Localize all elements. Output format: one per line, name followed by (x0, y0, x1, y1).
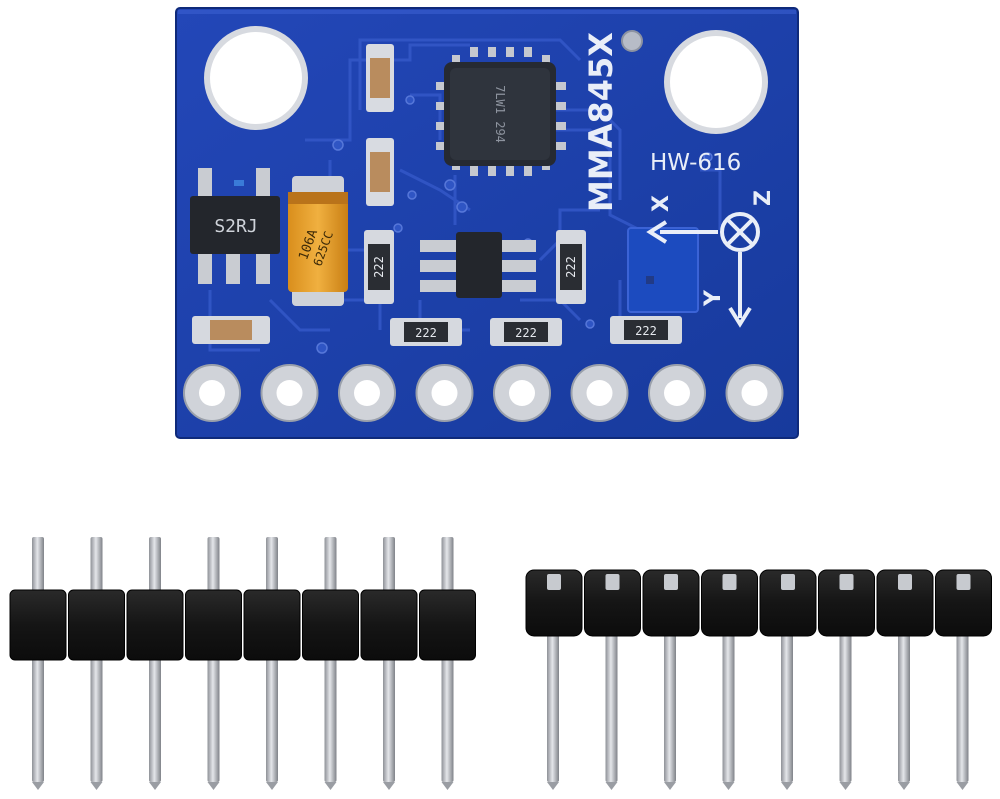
right-angle-pin (664, 632, 676, 790)
axis-diagram (646, 212, 760, 328)
right-angle-pin-header (525, 569, 992, 790)
resistor-marking: 222 (415, 326, 437, 340)
header-housing-segment (302, 589, 359, 661)
axis-y-label: Y (701, 289, 726, 307)
straight-pin (32, 537, 44, 790)
chip-label: MMA845X (582, 32, 620, 212)
header-housing-segment (9, 589, 67, 661)
header-housing-segment (584, 569, 641, 637)
pin-pad (183, 364, 241, 422)
header-housing-segment (419, 589, 476, 661)
straight-pin (441, 537, 454, 790)
pin-pad (260, 364, 319, 422)
resistor-bottom-3: 222 (610, 316, 682, 344)
mounting-hole-left (204, 26, 308, 130)
straight-pin (324, 537, 337, 790)
accelerometer-chip: 7LW1 294 (436, 47, 566, 176)
straight-pin (383, 537, 395, 790)
header-housing-segment (876, 569, 934, 637)
pin-pad (570, 364, 629, 422)
straight-pin (207, 537, 220, 790)
right-angle-pin (956, 632, 969, 790)
axis-x-label: X (649, 195, 674, 212)
pin-pad (648, 364, 706, 422)
right-angle-pin (722, 632, 735, 790)
header-housing-segment (68, 589, 125, 661)
pin-pad (415, 364, 474, 422)
status-dot (234, 180, 244, 186)
pin-pad (725, 364, 784, 422)
mounting-hole-right (664, 30, 768, 134)
svg-text:7LW1 294: 7LW1 294 (493, 85, 507, 143)
straight-pin (149, 537, 161, 790)
straight-pin (90, 537, 103, 790)
regulator-marking: S2RJ (214, 216, 257, 237)
resistor-marking: 222 (564, 256, 578, 278)
header-housing-segment (642, 569, 700, 637)
resistor-vertical: 222 (364, 230, 394, 304)
voltage-regulator: S2RJ (190, 168, 280, 284)
header-housing-segment (243, 589, 301, 661)
header-housing-segment (701, 569, 758, 637)
right-angle-pin (839, 632, 852, 790)
straight-pin (266, 537, 278, 790)
right-angle-pin (547, 632, 559, 790)
header-housing-segment (759, 569, 817, 637)
model-label: HW-616 (650, 150, 741, 176)
pcb-traces (208, 38, 722, 352)
pin-pad (338, 364, 396, 422)
resistor-bottom-1: 222 (390, 318, 462, 346)
resistor-marking: 222 (515, 326, 537, 340)
right-angle-pin (605, 632, 618, 790)
pin-pad (493, 364, 551, 422)
resistor-bottom-2: 222 (490, 318, 562, 346)
capacitor-bottom-left (192, 316, 270, 344)
right-angle-pin (781, 632, 793, 790)
header-housing-segment (818, 569, 875, 637)
right-angle-pin (898, 632, 910, 790)
capacitor-top-2 (366, 138, 394, 206)
resistor-vertical-right: 222 (556, 230, 586, 304)
header-housing-segment (126, 589, 184, 661)
header-housing-segment (185, 589, 242, 661)
pin-pad-row (183, 364, 784, 422)
resistor-marking: 222 (635, 324, 657, 338)
breakout-board: 7LW1 294 MMA845X HW-616 S2RJ (175, 7, 799, 439)
sensor-pad (627, 227, 699, 313)
straight-pin-header (9, 537, 476, 790)
header-housing-segment (360, 589, 418, 661)
pcb-vias (316, 95, 713, 354)
header-housing-segment (935, 569, 992, 637)
header-housing-segment (525, 569, 583, 637)
axis-z-label: Z (751, 190, 776, 206)
capacitor-top-1 (366, 44, 394, 112)
tantalum-capacitor: 106A 625CC (288, 176, 348, 306)
resistor-marking: 222 (372, 256, 386, 278)
level-shifter-chip (420, 232, 536, 298)
fiducial-marker (621, 30, 643, 52)
